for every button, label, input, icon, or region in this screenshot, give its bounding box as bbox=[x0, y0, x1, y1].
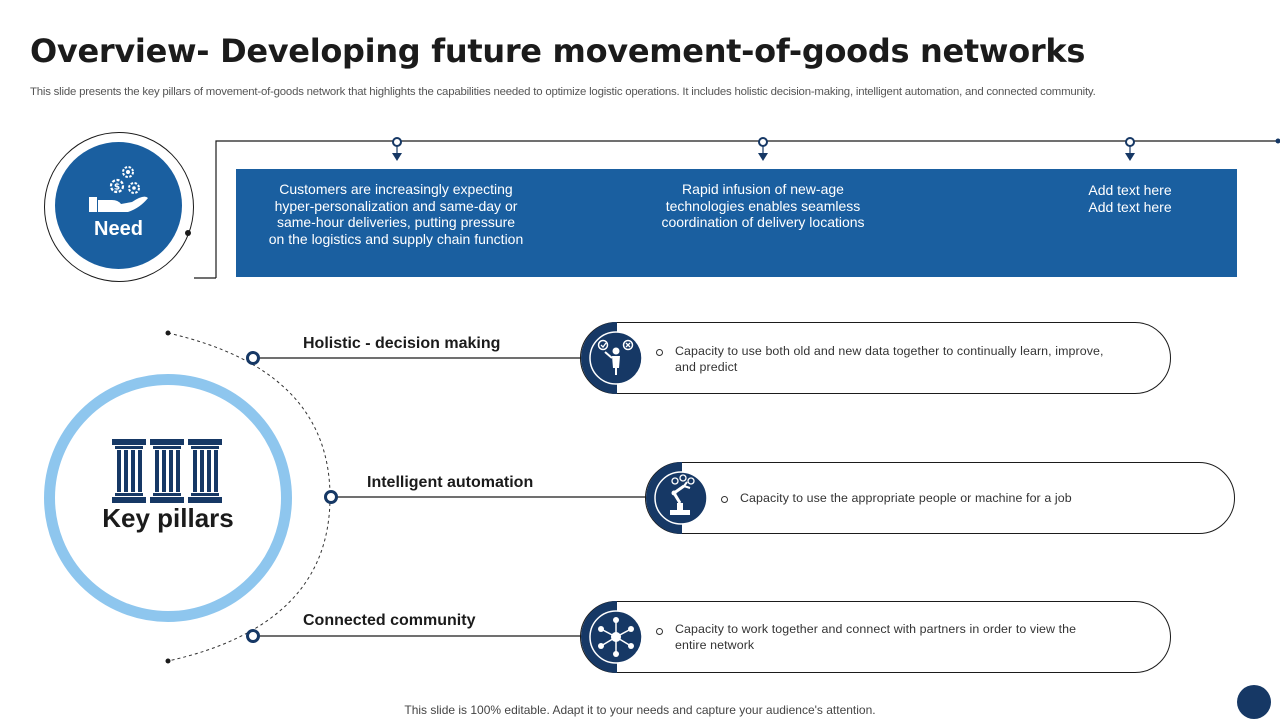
key-pillars-label: Key pillars bbox=[102, 503, 234, 533]
bullet-icon bbox=[721, 496, 728, 503]
need-item-text: Rapid infusion of new-age technologies e… bbox=[661, 181, 865, 230]
pillar-capsule: Capacity to use the appropriate people o… bbox=[645, 462, 1235, 534]
timeline-marker bbox=[758, 137, 768, 161]
need-info-box bbox=[236, 169, 1237, 277]
network-icon bbox=[581, 601, 643, 673]
need-connector-dot bbox=[185, 230, 191, 236]
page-title: Overview- Developing future movement-of-… bbox=[30, 32, 1086, 70]
key-pillars-ring bbox=[44, 374, 292, 622]
timeline-marker bbox=[1125, 137, 1135, 161]
pillar-description: Capacity to use both old and new data to… bbox=[675, 344, 1104, 374]
footer-note: This slide is 100% editable. Adapt it to… bbox=[404, 703, 876, 717]
pillar-title: Holistic - decision making bbox=[303, 335, 501, 352]
pillar-capsule: Capacity to use both old and new data to… bbox=[580, 322, 1171, 394]
decision-person-icon bbox=[581, 322, 643, 394]
robot-arm-icon bbox=[646, 462, 708, 534]
timeline-marker bbox=[392, 137, 402, 161]
need-item-text: Add text here Add text here bbox=[1088, 182, 1172, 215]
hand-with-gears-icon: $ bbox=[89, 166, 148, 212]
pillars-icon bbox=[112, 439, 222, 503]
need-outer-ring bbox=[44, 132, 194, 282]
page-subtitle: This slide presents the key pillars of m… bbox=[30, 86, 1096, 98]
need-item-text: Customers are increasingly expecting hyp… bbox=[268, 181, 524, 247]
need-label: Need bbox=[94, 218, 143, 240]
pillar-title: Connected community bbox=[303, 612, 476, 629]
bullet-icon bbox=[656, 349, 663, 356]
bullet-icon bbox=[656, 628, 663, 635]
pillar-capsule: Capacity to work together and connect wi… bbox=[580, 601, 1171, 673]
svg-text:$: $ bbox=[114, 183, 120, 193]
corner-decoration bbox=[1237, 685, 1271, 719]
pillar-description: Capacity to work together and connect wi… bbox=[675, 622, 1077, 652]
pillar-title: Intelligent automation bbox=[367, 474, 534, 491]
pillar-description: Capacity to use the appropriate people o… bbox=[740, 491, 1072, 505]
